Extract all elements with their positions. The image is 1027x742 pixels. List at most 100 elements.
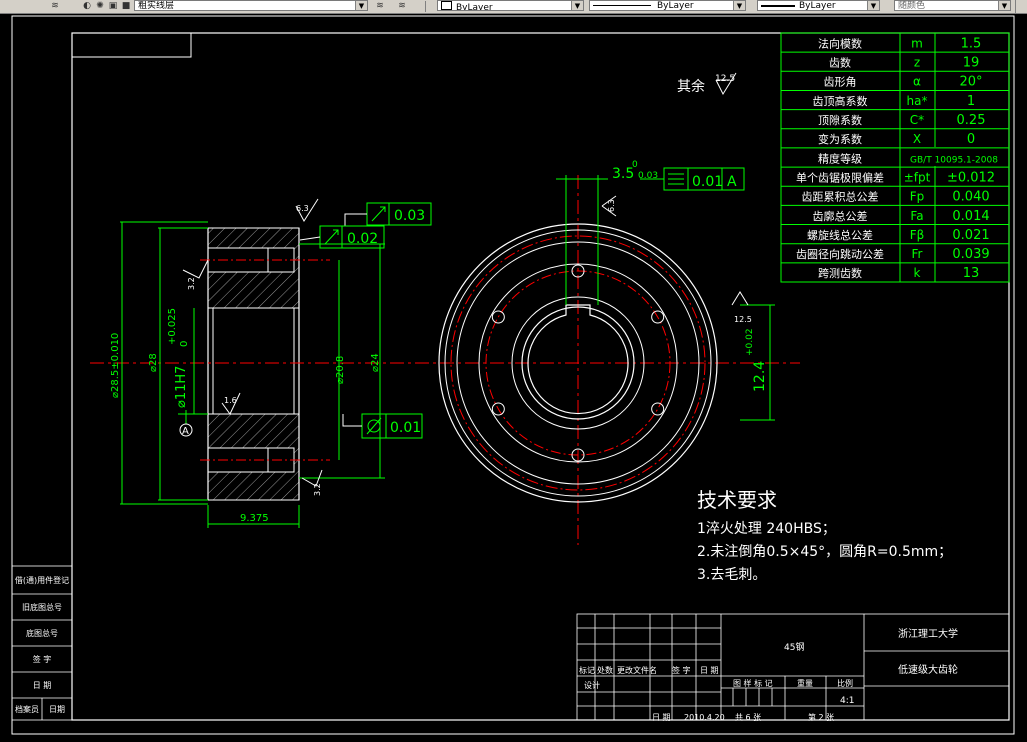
param-value: 0.014	[952, 209, 989, 224]
left-block-label: 签 字	[33, 654, 52, 664]
section-roughness-values: 6.3 3.2 1.6 3.2	[187, 204, 322, 496]
chevron-down-icon[interactable]: ▼	[733, 1, 745, 10]
param-value: 1.5	[961, 36, 982, 51]
stage-label: 图 样 标 记	[733, 678, 773, 688]
datum-a-label: A	[182, 426, 189, 437]
technical-requirements: 技术要求 1淬火处理 240HBS； 2.未注倒角0.5×45°，圆角R=0.5…	[697, 488, 952, 583]
left-block-bottom-label: 档案员	[15, 704, 39, 714]
param-name: 法向模数	[818, 36, 862, 50]
weight-label: 重量	[797, 678, 813, 688]
plotstyle-dropdown[interactable]: 随颜色 ▼	[894, 0, 1011, 11]
param-value: GB/T 10095.1-2008	[910, 155, 998, 165]
param-symbol: Fr	[912, 247, 923, 261]
linetype-sample	[593, 5, 651, 6]
runout-frame-1: 0.03	[344, 202, 432, 226]
part-name: 低速级大齿轮	[898, 663, 958, 676]
color-dropdown[interactable]: ByLayer ▼	[437, 0, 584, 11]
keyway-dimension-texts: 3.5 0 0.03 0.01 A 12.4 +0.02 12.5 6.3	[607, 160, 768, 392]
param-name: 变为系数	[818, 132, 862, 146]
param-symbol: ha*	[907, 94, 928, 108]
layer-manager-icon[interactable]: ≋	[51, 1, 59, 11]
linetype-dropdown[interactable]: ByLayer ▼	[589, 0, 746, 11]
roughness-bore-value: 1.6	[224, 396, 237, 405]
color-swatch	[441, 1, 452, 10]
layer-dropdown[interactable]: 粗实线层 ▼	[134, 0, 368, 11]
param-symbol: X	[913, 132, 921, 146]
chevron-down-icon[interactable]: ▼	[571, 1, 583, 10]
param-name: 顶隙系数	[818, 113, 862, 127]
linetype-dropdown-value: ByLayer	[657, 1, 694, 11]
param-symbol: Fp	[910, 190, 925, 204]
lightening-holes	[491, 264, 665, 462]
left-block-bottom-label: 日期	[49, 705, 65, 714]
param-symbol: Fβ	[910, 228, 925, 242]
other-surfaces-roughness: 其余 12.5	[677, 72, 737, 96]
design-label: 设计	[584, 680, 600, 690]
param-symbol: ±fpt	[904, 170, 931, 184]
param-value: 0.040	[952, 190, 989, 205]
keyway-depth-roughness: 12.5	[734, 315, 752, 324]
cylindricity-value: 0.01	[390, 420, 421, 436]
sheet-number: 第 2 张	[808, 712, 834, 722]
lineweight-dropdown-value: ByLayer	[799, 1, 836, 11]
lineweight-sample	[761, 4, 795, 7]
keyway-width-dim: 3.5	[612, 166, 634, 182]
scrollbar-corner[interactable]	[1015, 0, 1027, 13]
make-current-layer-icon[interactable]: ≋	[376, 1, 384, 11]
param-symbol: C*	[910, 113, 924, 127]
param-name: 齿圈径向跳动公差	[796, 247, 884, 261]
other-surfaces-label: 其余	[677, 78, 705, 95]
left-registration-block	[11, 565, 73, 721]
layer-lock-icon[interactable]: ▣	[108, 1, 118, 11]
bore-diameter-dim: ⌀11H7	[174, 366, 189, 408]
scale-value: 4:1	[840, 696, 854, 706]
keyway-tol-upper: 0	[632, 160, 638, 170]
layer-previous-icon[interactable]: ≋	[398, 1, 406, 11]
symmetry-tol-value: 0.01	[692, 174, 723, 190]
lightening-hole	[491, 310, 505, 324]
keyway-depth-tol: +0.02	[745, 328, 755, 356]
lightening-hole	[651, 402, 665, 416]
toolbar-separator	[425, 1, 426, 12]
width-dim: 9.375	[240, 513, 269, 524]
chevron-down-icon[interactable]: ▼	[867, 1, 879, 10]
layer-state-icon[interactable]: ◐	[83, 1, 91, 11]
left-block-label: 旧底图总号	[22, 602, 62, 612]
lineweight-dropdown[interactable]: ByLayer ▼	[757, 0, 880, 11]
param-name: 螺旋线总公差	[807, 228, 873, 242]
top-left-box	[71, 32, 192, 58]
tech-req-item-2: 2.未注倒角0.5×45°，圆角R=0.5mm；	[697, 544, 952, 560]
school-name: 浙江理工大学	[898, 627, 958, 640]
param-name: 齿数	[829, 57, 851, 70]
hub-diameter-dim: ⌀24	[370, 353, 381, 372]
param-name: 齿廓总公差	[813, 209, 868, 223]
left-block-label: 日 期	[33, 681, 52, 690]
param-name: 齿形角	[824, 76, 857, 89]
section-roughness-symbols	[182, 198, 323, 487]
param-value: 1	[967, 94, 975, 109]
layer-freeze-icon[interactable]: ✺	[96, 1, 104, 11]
other-surfaces-roughness-value: 12.5	[715, 74, 735, 84]
param-value: 20°	[959, 75, 982, 90]
bore-tolerance-lower: 0	[179, 341, 190, 347]
keyway-depth-dim: 12.4	[752, 361, 768, 392]
param-name: 精度等级	[818, 151, 862, 165]
keyway-tol-lower: 0.03	[638, 171, 658, 181]
keyway-circle-dim: ⌀20.8	[335, 356, 346, 384]
layer-color-icon[interactable]: ■	[121, 1, 131, 11]
approve-date-label: 日 期	[652, 713, 671, 722]
roughness-bottom-value: 3.2	[313, 483, 322, 496]
roughness-top-value: 6.3	[296, 204, 309, 213]
date-label: 日 期	[700, 666, 719, 675]
lightening-hole	[491, 402, 505, 416]
chevron-down-icon[interactable]: ▼	[355, 1, 367, 10]
chevron-down-icon[interactable]: ▼	[998, 1, 1010, 10]
runout-1-value: 0.03	[394, 208, 425, 224]
lightening-hole	[571, 264, 585, 278]
param-value: ±0.012	[947, 170, 995, 185]
tech-req-title: 技术要求	[697, 488, 777, 512]
mark-label: 标记	[579, 665, 595, 675]
